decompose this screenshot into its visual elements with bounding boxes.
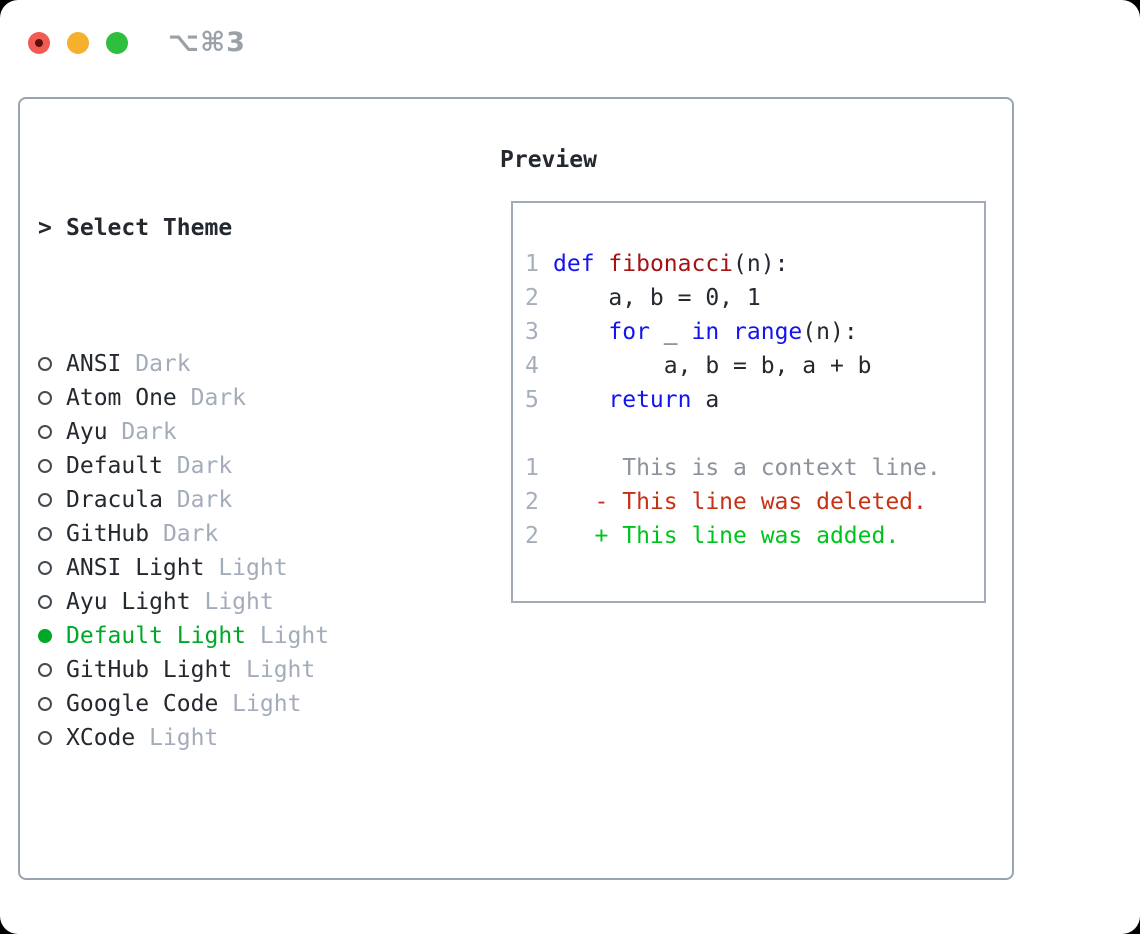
code-line: 3 for _ in range(n):: [525, 315, 974, 349]
code-token: a, b = 0, 1: [553, 285, 761, 311]
titlebar: ⌥⌘3: [28, 27, 246, 58]
theme-variant: Dark: [149, 521, 219, 547]
line-number: 4: [525, 353, 539, 379]
code-line: 1 This is a context line.: [525, 451, 974, 485]
code-token: a: [691, 387, 720, 413]
apply-to-section: Apply To User SettingsWorkspace Settings: [38, 891, 500, 934]
theme-variant: Light: [218, 691, 302, 717]
radio-icon: [38, 493, 52, 507]
code-line: 1 def fibonacci(n):: [525, 247, 974, 281]
select-theme-heading-label: Select Theme: [66, 215, 233, 241]
theme-option-github-light[interactable]: GitHub Light Light: [38, 653, 500, 687]
theme-name: Dracula: [66, 487, 163, 513]
code-token: fibonacci: [608, 251, 734, 277]
theme-option-ayu[interactable]: Ayu Dark: [38, 415, 500, 449]
code-token: a, b = b, a + b: [553, 353, 872, 379]
radio-icon: [38, 425, 52, 439]
code-token: - This line was deleted.: [553, 489, 927, 515]
zoom-button[interactable]: [106, 31, 128, 54]
selection-cursor: >: [38, 215, 52, 241]
radio-icon: [38, 357, 52, 371]
line-number: 2: [525, 285, 539, 311]
code-token: in: [691, 319, 720, 345]
code-token: [553, 319, 608, 345]
code-line: 2 - This line was deleted.: [525, 485, 974, 519]
radio-icon: [38, 595, 52, 609]
theme-name: GitHub Light: [66, 657, 233, 683]
theme-variant: Light: [246, 623, 330, 649]
code-token: for: [608, 319, 650, 345]
radio-icon: [38, 731, 52, 745]
theme-option-default[interactable]: Default Dark: [38, 449, 500, 483]
code-token: [719, 319, 733, 345]
theme-option-github[interactable]: GitHub Dark: [38, 517, 500, 551]
radio-icon: [38, 629, 52, 643]
theme-name: Google Code: [66, 691, 219, 717]
code-token: [553, 387, 608, 413]
preview-heading: Preview: [500, 147, 597, 173]
theme-variant: Dark: [107, 419, 177, 445]
radio-icon: [38, 391, 52, 405]
code-line: 4 a, b = b, a + b: [525, 349, 974, 383]
theme-variant: Light: [135, 725, 219, 751]
theme-name: XCode: [66, 725, 136, 751]
theme-option-default-light[interactable]: Default Light Light: [38, 619, 500, 653]
code-token: return: [608, 387, 692, 413]
code-line: 5 return a: [525, 383, 974, 417]
radio-icon: [38, 697, 52, 711]
code-line: 2 a, b = 0, 1: [525, 281, 974, 315]
radio-icon: [38, 459, 52, 473]
line-number: 5: [525, 387, 539, 413]
theme-name: Atom One: [66, 385, 177, 411]
theme-option-ansi[interactable]: ANSI Dark: [38, 347, 500, 381]
line-number: 2: [525, 489, 539, 515]
window-title: ⌥⌘3: [168, 27, 246, 58]
code-line: 2 + This line was added.: [525, 519, 974, 553]
code-token: + This line was added.: [553, 523, 900, 549]
theme-option-atom-one[interactable]: Atom One Dark: [38, 381, 500, 415]
theme-variant: Light: [204, 555, 288, 581]
line-number: 2: [525, 523, 539, 549]
theme-variant: Dark: [162, 453, 233, 479]
theme-option-google-code[interactable]: Google Code Light: [38, 687, 500, 721]
theme-option-dracula[interactable]: Dracula Dark: [38, 483, 500, 517]
theme-option-xcode[interactable]: XCode Light: [38, 721, 500, 755]
code-token: def: [553, 251, 595, 277]
theme-name: Default Light: [66, 623, 247, 649]
select-theme-heading: > Select Theme: [38, 211, 500, 245]
theme-variant: Dark: [162, 487, 233, 513]
radio-icon: [38, 527, 52, 541]
theme-name: ANSI: [66, 351, 122, 377]
theme-variant: Light: [190, 589, 274, 615]
code-token: (n):: [733, 251, 789, 277]
theme-variant: Dark: [176, 385, 247, 411]
theme-name: Default: [66, 453, 163, 479]
theme-name: ANSI Light: [66, 555, 205, 581]
theme-option-ansi-light[interactable]: ANSI Light Light: [38, 551, 500, 585]
line-number: 1: [525, 251, 539, 277]
code-token: [595, 251, 609, 277]
code-token: This is a context line.: [553, 455, 941, 481]
minimize-button[interactable]: [67, 31, 89, 54]
theme-option-ayu-light[interactable]: Ayu Light Light: [38, 585, 500, 619]
line-number: 1: [525, 455, 539, 481]
blank-line: [525, 417, 974, 451]
radio-icon: [38, 663, 52, 677]
radio-icon: [38, 561, 52, 575]
theme-name: Ayu: [66, 419, 108, 445]
line-number: 3: [525, 319, 539, 345]
code-token: range: [733, 319, 803, 345]
theme-name: GitHub: [66, 521, 150, 547]
code-token: (n):: [802, 319, 858, 345]
theme-variant: Dark: [121, 351, 191, 377]
theme-variant: Light: [232, 657, 316, 683]
theme-name: Ayu Light: [66, 589, 191, 615]
close-button[interactable]: [28, 31, 50, 54]
code-token: _: [649, 319, 692, 345]
